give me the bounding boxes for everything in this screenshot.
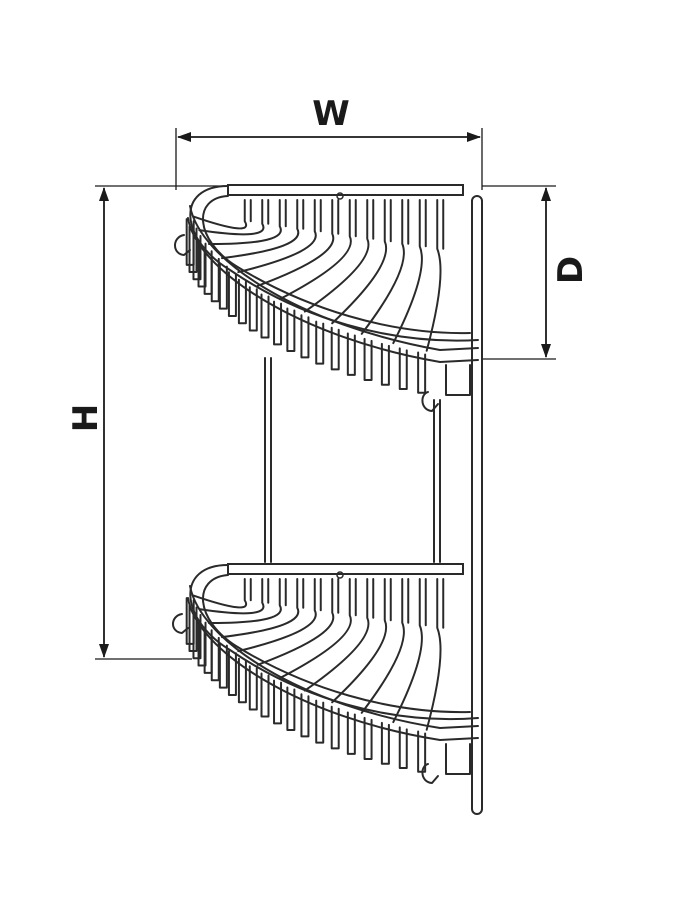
floor-wire [360, 199, 405, 335]
floor-wire [237, 578, 317, 653]
floor-wire [278, 578, 352, 680]
basket-wire [260, 293, 270, 339]
floor-wire [237, 199, 317, 274]
top-shelf [174, 184, 479, 412]
basket-wire [417, 351, 427, 394]
top-basket-wires [185, 199, 471, 396]
floor-wire [425, 199, 442, 352]
support-posts [264, 195, 483, 815]
basket-wire [300, 314, 310, 359]
wall-clip [445, 364, 471, 396]
height-dimension: H [66, 185, 230, 660]
basket-wire [346, 332, 356, 376]
basket-wire [192, 233, 202, 281]
basket-wire [380, 342, 390, 386]
basket-wire [315, 699, 325, 744]
basket-wire [286, 686, 296, 732]
top-left-hook [174, 234, 191, 256]
floor-wire [207, 578, 282, 625]
basket-wire [380, 721, 390, 765]
floor-wire [256, 578, 335, 666]
basket-wire [330, 326, 340, 371]
basket-wire [210, 634, 220, 682]
floor-wire [331, 199, 387, 325]
basket-wire [286, 307, 296, 353]
floor-wire [221, 578, 300, 639]
floor-wire [360, 578, 405, 714]
basket-wire [330, 705, 340, 750]
floor-wire [303, 199, 370, 313]
basket-wire [237, 278, 247, 325]
basket-wire [417, 730, 427, 773]
basket-wire [315, 320, 325, 365]
basket-wire [398, 347, 408, 390]
floor-wire [198, 578, 265, 615]
basket-wire [248, 665, 258, 711]
floor-wire [392, 578, 423, 724]
basket-wire [192, 612, 202, 660]
bottom-left-hook [172, 613, 189, 634]
floor-wire [425, 578, 442, 731]
width-dimension: W [175, 94, 483, 190]
floor-wire [221, 199, 300, 260]
basket-wire [260, 672, 270, 718]
floor-wire [278, 199, 352, 301]
basket-wire [218, 263, 228, 310]
floor-wire [331, 578, 387, 704]
basket-wire [237, 657, 247, 704]
basket-wire [218, 642, 228, 689]
floor-wire [198, 199, 265, 236]
basket-wire [210, 255, 220, 303]
depth-dimension: D [482, 185, 591, 360]
basket-wire [248, 286, 258, 332]
top-right-hook [421, 391, 439, 412]
wall-clip [445, 743, 471, 775]
floor-wire [392, 199, 423, 345]
basket-wire [346, 711, 356, 755]
bottom-shelf [172, 563, 479, 784]
basket-wire [363, 716, 373, 760]
width-label: W [312, 94, 350, 134]
basket-wire [273, 300, 283, 346]
bottom-basket-wires [185, 578, 471, 775]
floor-wire [303, 578, 370, 692]
floor-wire [256, 199, 335, 287]
floor-wire [192, 199, 248, 230]
basket-wire [227, 650, 237, 697]
floor-wire [192, 578, 248, 609]
height-label: H [66, 404, 106, 432]
basket-wire [398, 726, 408, 769]
basket-wire [300, 693, 310, 738]
basket-wire [363, 337, 373, 381]
basket-wire [273, 679, 283, 725]
depth-label: D [551, 256, 591, 284]
basket-wire [227, 271, 237, 318]
floor-wire [207, 199, 282, 246]
